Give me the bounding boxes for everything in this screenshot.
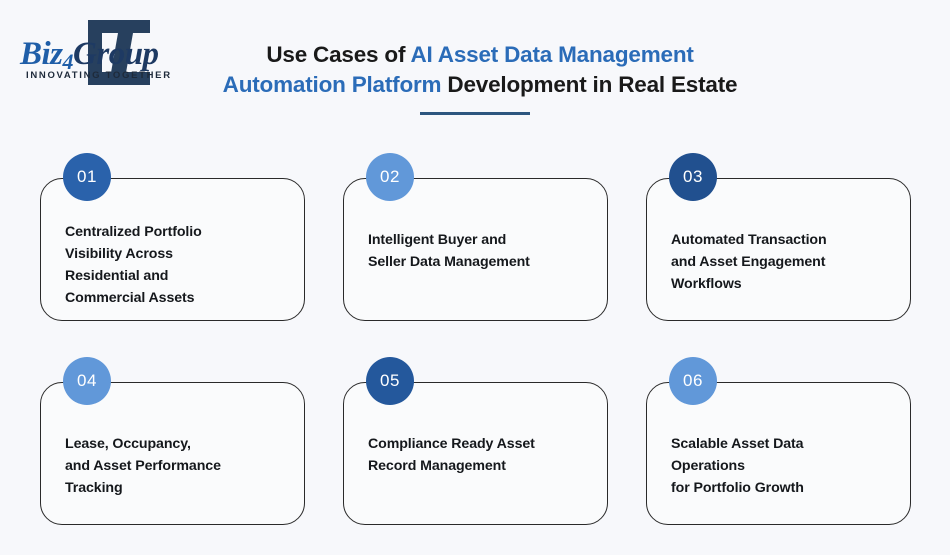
use-case-card-02: Intelligent Buyer and Seller Data Manage… [343, 178, 608, 321]
title-highlight-2: Automation Platform [222, 72, 442, 97]
use-case-grid: Centralized Portfolio Visibility Across … [0, 135, 950, 555]
logo-word-biz: Biz [20, 36, 63, 72]
logo-word-four: 4 [62, 49, 74, 74]
header: Biz4Group INNOVATING TOGETHER Use Cases … [0, 0, 950, 135]
use-case-text-01: Centralized Portfolio Visibility Across … [65, 224, 202, 306]
use-case-card-01: Centralized Portfolio Visibility Across … [40, 178, 305, 321]
use-case-card-05: Compliance Ready Asset Record Management [343, 382, 608, 525]
title-plain-1: Use Cases of [266, 42, 411, 67]
title-line-1: Use Cases of AI Asset Data Management [195, 40, 765, 70]
use-case-badge-01: 01 [63, 153, 111, 201]
use-case-text-03: Automated Transaction and Asset Engageme… [671, 232, 827, 292]
use-case-badge-06: 06 [669, 357, 717, 405]
use-case-card-04: Lease, Occupancy, and Asset Performance … [40, 382, 305, 525]
use-case-badge-04: 04 [63, 357, 111, 405]
use-case-badge-03: 03 [669, 153, 717, 201]
logo-tagline: INNOVATING TOGETHER [26, 70, 172, 81]
use-case-text-04: Lease, Occupancy, and Asset Performance … [65, 436, 221, 496]
use-case-badge-02: 02 [366, 153, 414, 201]
title-plain-2: Development in Real Estate [441, 72, 738, 97]
use-case-card-03: Automated Transaction and Asset Engageme… [646, 178, 911, 321]
use-case-card-06: Scalable Asset Data Operations for Portf… [646, 382, 911, 525]
logo-word-group: Group [73, 36, 159, 72]
title-underline-rule [420, 112, 530, 115]
title-highlight-1: AI Asset Data Management [410, 42, 694, 67]
title-line-2: Automation Platform Development in Real … [195, 70, 765, 100]
brand-logo: Biz4Group INNOVATING TOGETHER [18, 20, 178, 92]
use-case-text-05: Compliance Ready Asset Record Management [368, 436, 535, 474]
use-case-text-06: Scalable Asset Data Operations for Portf… [671, 436, 804, 496]
use-case-badge-05: 05 [366, 357, 414, 405]
use-case-text-02: Intelligent Buyer and Seller Data Manage… [368, 232, 530, 270]
logo-mark-icon [88, 20, 150, 85]
page-title: Use Cases of AI Asset Data Management Au… [195, 40, 765, 115]
logo-wordmark: Biz4Group [20, 36, 159, 74]
